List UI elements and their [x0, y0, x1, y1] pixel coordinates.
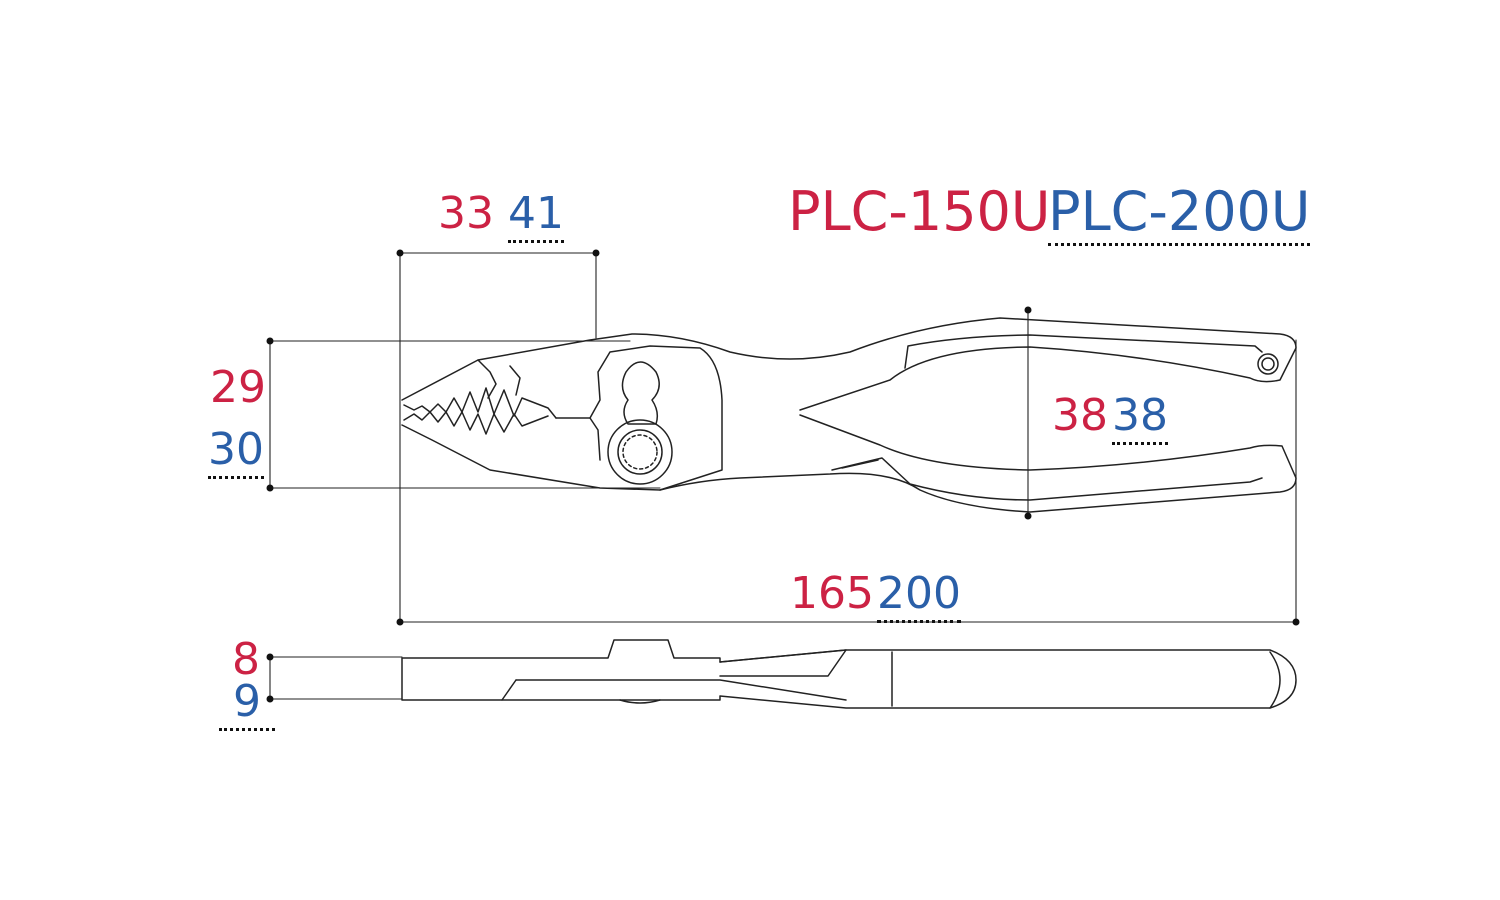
overall-length-small: 165: [790, 568, 874, 619]
jaw-length-large: 41: [508, 192, 564, 243]
thickness-large: 9: [219, 680, 275, 731]
dimension-points: [266, 249, 1300, 703]
handle-span-large: 38: [1112, 394, 1168, 445]
head-height-small: 29: [210, 362, 266, 413]
overall-length-large: 200: [877, 572, 961, 623]
plier-top-view: [401, 317, 1297, 513]
model-large-label: PLC-200U: [1048, 185, 1311, 246]
head-height-large: 30: [208, 428, 264, 479]
thickness-small: 8: [232, 634, 260, 685]
handle-span-small: 38: [1052, 390, 1108, 441]
plier-side-view: [401, 639, 1297, 709]
jaw-length-small: 33: [438, 188, 494, 239]
model-small-label: PLC-150U: [788, 180, 1051, 243]
